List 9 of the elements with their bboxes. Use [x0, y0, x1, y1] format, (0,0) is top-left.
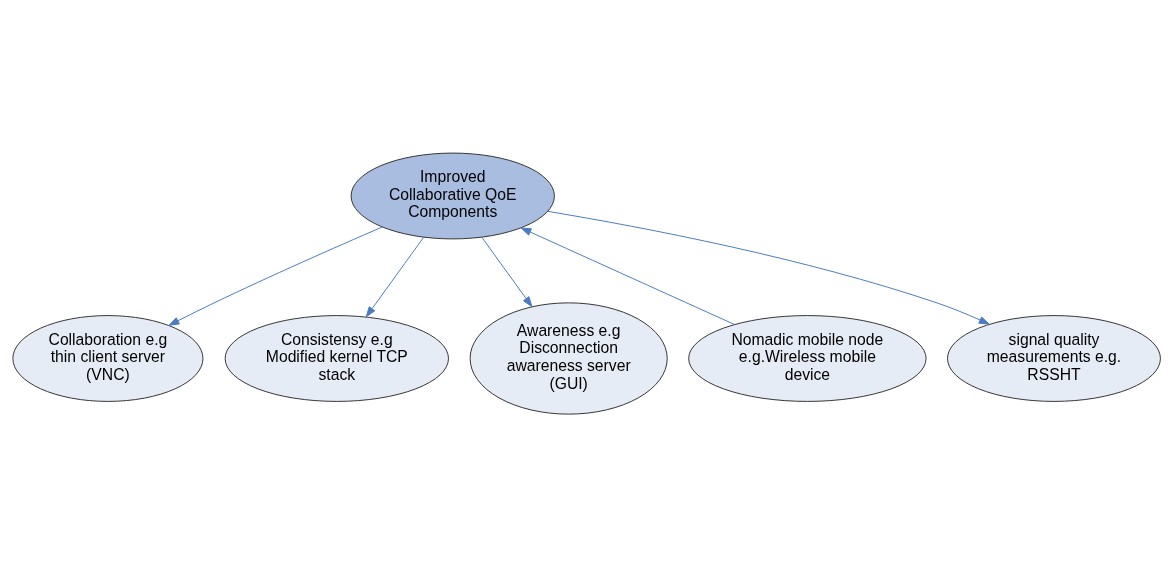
arrow [365, 237, 424, 318]
node-ellipse: Nomadic mobile node e.g.Wireless mobile device [688, 315, 927, 402]
node-ellipse: Consistensy e.g Modified kernel TCP stack [224, 315, 449, 402]
node-ellipse: Improved Collaborative QoE Components [350, 152, 555, 240]
arrow [481, 237, 533, 308]
arrow [547, 210, 990, 325]
node-ellipse: Awareness e.g Disconnection awareness server (GUI) [469, 302, 668, 415]
arrow [168, 226, 383, 326]
arrow [520, 227, 735, 325]
